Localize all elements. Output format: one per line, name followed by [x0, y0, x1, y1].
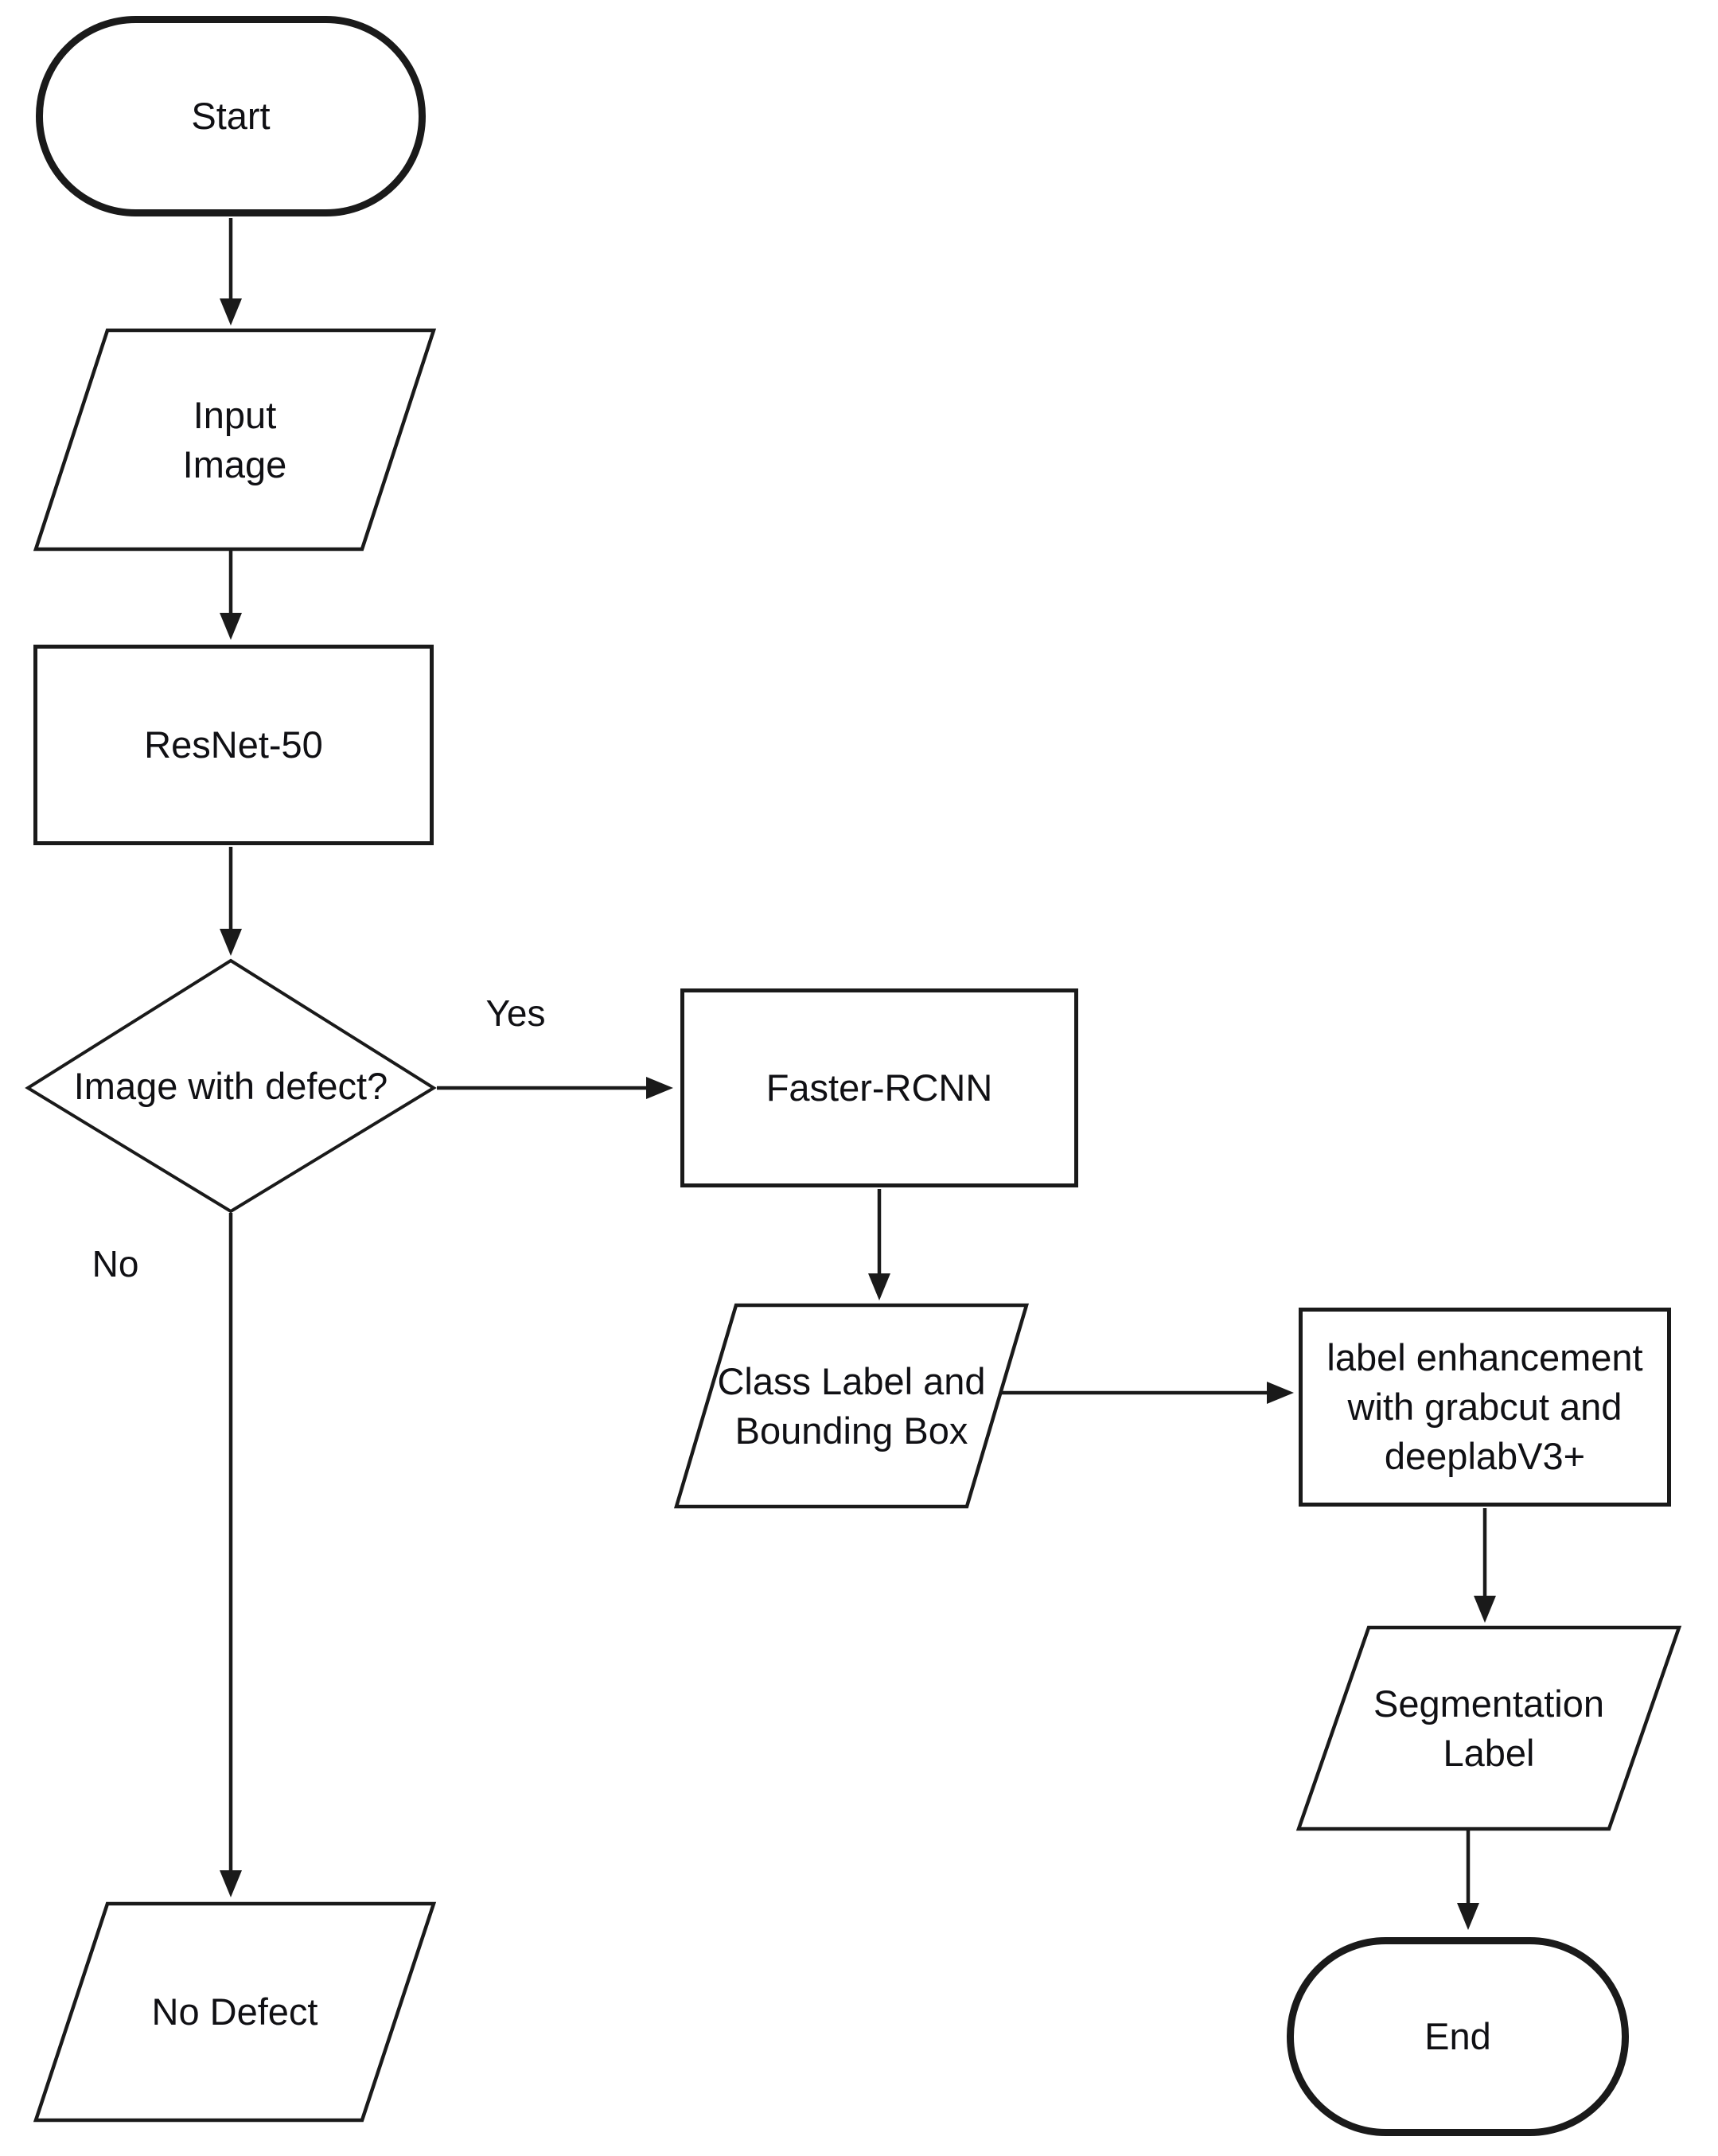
- class-label-parallelogram-shape: [673, 1303, 1030, 1509]
- defect-decision-diamond-shape: [25, 958, 437, 1214]
- label-enhancement-process-shape: [1299, 1308, 1671, 1507]
- end-terminator-shape: [1287, 1937, 1629, 2136]
- resnet-50-process-shape: [33, 645, 434, 845]
- start-terminator-shape: [36, 16, 426, 216]
- segmentation-label-parallelogram-shape: [1295, 1625, 1682, 1831]
- input-image-parallelogram-shape: [33, 328, 437, 552]
- faster-rcnn-process-shape: [680, 988, 1078, 1187]
- no-defect-parallelogram-shape: [33, 1901, 437, 2123]
